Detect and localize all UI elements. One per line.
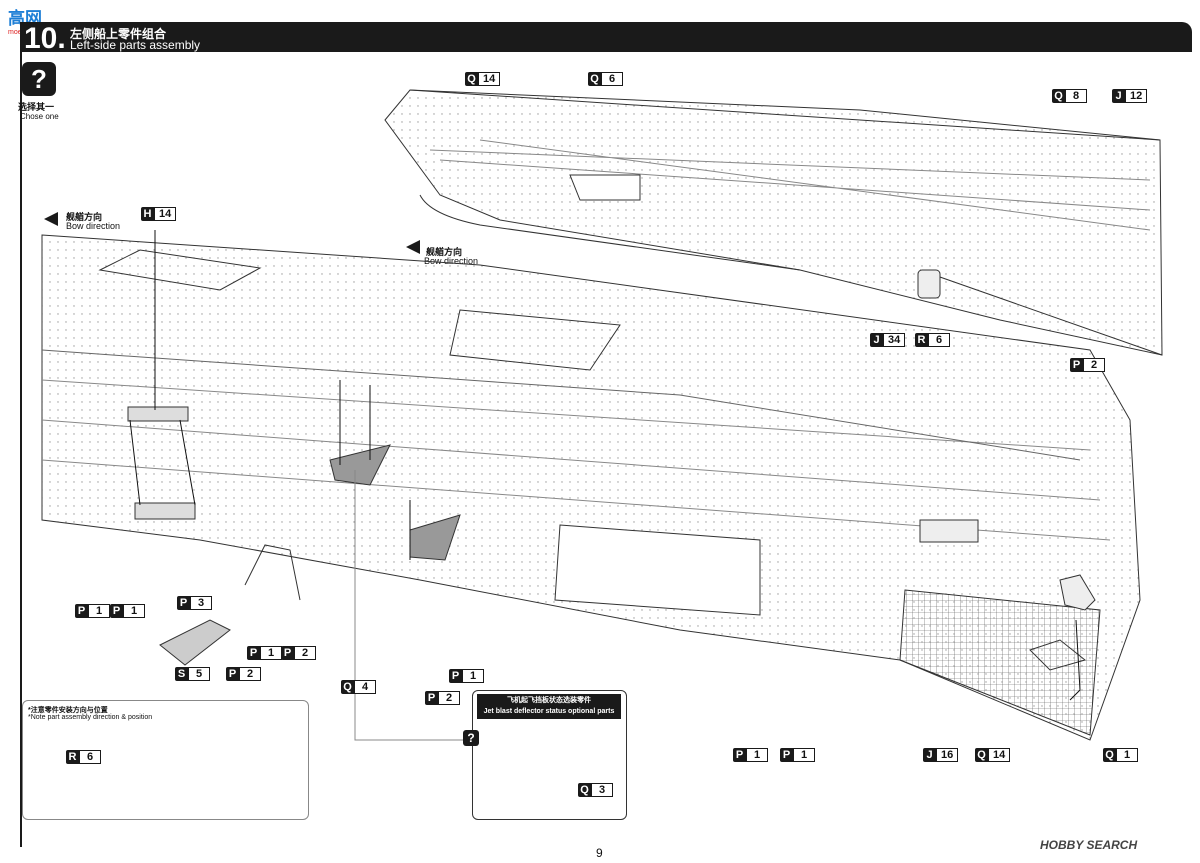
step-number: 10.: [24, 22, 66, 55]
optional-title-en: Jet blast deflector status optional part…: [483, 708, 615, 715]
bow-direction-en: Bow direction: [66, 221, 121, 231]
step-title-en: Left-side parts assembly: [70, 38, 201, 52]
bow-arrow-icon: [406, 240, 420, 254]
bow-direction-cn: 舰艏方向: [66, 212, 103, 222]
upper-ship-view: [384, 89, 1163, 356]
choose-one-en: Chose one: [20, 112, 59, 121]
bow-direction-en: Bow direction: [424, 256, 479, 266]
question-icon: ?: [463, 730, 479, 746]
note-title-en: *Note part assembly direction & position: [28, 714, 153, 721]
watermark: HOBBY SEARCH: [1040, 838, 1138, 852]
page-number: 9: [596, 846, 603, 860]
left-rail: [20, 52, 22, 847]
bow-arrow-icon: [44, 212, 58, 226]
flight-deck-view: [41, 230, 1141, 741]
step-header-bar: [20, 22, 1192, 52]
optional-title-cn: 飞机起飞挡板状态选装零件: [507, 697, 591, 704]
choose-one-cn: 选择其一: [18, 102, 55, 112]
question-icon: ?: [22, 62, 56, 96]
step-title-cn: 左侧船上零件组合: [70, 27, 167, 41]
bow-direction-cn: 舰艏方向: [426, 247, 463, 257]
optional-parts-header: 飞机起飞挡板状态选装零件 Jet blast deflector status …: [477, 694, 621, 719]
note-title-cn: *注意零件安装方向与位置: [28, 707, 108, 714]
